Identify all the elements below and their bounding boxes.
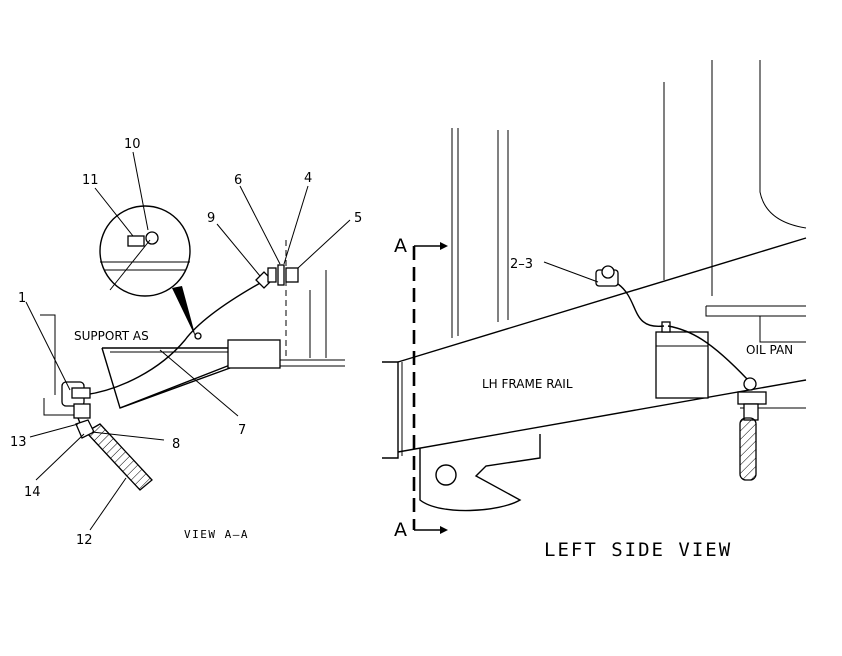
detail-clip-11 bbox=[127, 235, 145, 247]
leader-11 bbox=[94, 187, 134, 237]
hose-lower bbox=[667, 325, 749, 381]
callout-10: 10 bbox=[124, 137, 141, 152]
drain-valve-body bbox=[737, 391, 767, 405]
callout-8: 8 bbox=[172, 437, 180, 452]
callout-12: 12 bbox=[76, 533, 93, 548]
leader-8 bbox=[91, 431, 165, 441]
callout-7: 7 bbox=[238, 423, 246, 438]
leader-9 bbox=[216, 223, 261, 277]
tow-hole bbox=[435, 464, 457, 486]
leader-4 bbox=[283, 185, 309, 265]
view-titles: VIEW A–A LEFT SIDE VIEW bbox=[184, 528, 732, 561]
fitting-4 bbox=[277, 264, 285, 286]
frame-rail-end bbox=[382, 361, 399, 459]
detail-pointer bbox=[172, 286, 196, 338]
callout-9: 9 bbox=[207, 211, 215, 226]
leader-2-3 bbox=[543, 261, 599, 283]
leader-10 bbox=[132, 151, 149, 231]
elbow-fitting bbox=[71, 387, 91, 399]
drain-tube-12 bbox=[84, 423, 153, 491]
valve-body bbox=[73, 403, 91, 419]
section-arrowhead-top bbox=[440, 242, 448, 250]
hose-line bbox=[83, 281, 263, 396]
component-labels: SUPPORT AS LH FRAME RAIL OIL PAN A A bbox=[74, 235, 793, 541]
frame-rail-top bbox=[397, 237, 807, 363]
section-arrowhead-bottom bbox=[440, 526, 448, 534]
callout-1: 1 bbox=[18, 291, 26, 306]
canister bbox=[655, 331, 709, 399]
sender-cap bbox=[601, 265, 615, 279]
bracket-upper bbox=[40, 314, 56, 395]
left-side-view-title: LEFT SIDE VIEW bbox=[544, 539, 732, 561]
callout-labels: 10 11 6 4 5 9 1 7 8 13 14 12 2–3 bbox=[10, 137, 533, 548]
section-a-top: A bbox=[394, 235, 407, 257]
view-aa-group bbox=[25, 151, 351, 531]
detail-circle bbox=[99, 205, 191, 297]
frame-rail-label: LH FRAME RAIL bbox=[482, 377, 573, 391]
support-block bbox=[227, 339, 281, 369]
leader-5 bbox=[297, 219, 351, 269]
oil-pan-flange bbox=[705, 305, 806, 317]
canister-nozzle bbox=[661, 321, 671, 333]
hose-upper bbox=[617, 283, 665, 327]
fitting-6 bbox=[267, 267, 277, 283]
engine-outline-right bbox=[759, 60, 807, 229]
support-label: SUPPORT AS bbox=[74, 329, 149, 343]
callout-4: 4 bbox=[304, 171, 312, 186]
rail-lines bbox=[280, 359, 345, 367]
leader-12 bbox=[89, 477, 127, 531]
rail-verticals bbox=[309, 270, 327, 358]
view-aa-title: VIEW A–A bbox=[184, 528, 249, 541]
support-plate bbox=[101, 347, 231, 409]
leader-14 bbox=[35, 433, 85, 481]
detail-rail bbox=[100, 261, 190, 271]
support-lower-edge bbox=[119, 367, 231, 409]
leader-6 bbox=[239, 185, 281, 265]
oil-pan-label: OIL PAN bbox=[746, 343, 793, 357]
oil-pan-edge bbox=[759, 316, 806, 343]
engine-verticals-center bbox=[663, 60, 713, 296]
drain-valve-top bbox=[743, 377, 757, 391]
tow-hook bbox=[419, 434, 541, 512]
callout-5: 5 bbox=[354, 211, 362, 226]
clip-7 bbox=[194, 332, 202, 340]
callout-6: 6 bbox=[234, 173, 242, 188]
callout-13: 13 bbox=[10, 435, 27, 450]
callout-11: 11 bbox=[82, 173, 99, 188]
section-a-bottom: A bbox=[394, 519, 407, 541]
leader-1 bbox=[25, 301, 71, 391]
leader-13 bbox=[29, 423, 79, 438]
engine-verticals-left bbox=[451, 128, 509, 338]
callout-2-3: 2–3 bbox=[510, 257, 533, 272]
detail-hose bbox=[109, 239, 151, 291]
drain-tube bbox=[739, 417, 757, 481]
fitting-5 bbox=[285, 267, 299, 283]
callout-14: 14 bbox=[24, 485, 41, 500]
leader-7 bbox=[159, 349, 239, 417]
left-side-view-group bbox=[382, 60, 807, 534]
